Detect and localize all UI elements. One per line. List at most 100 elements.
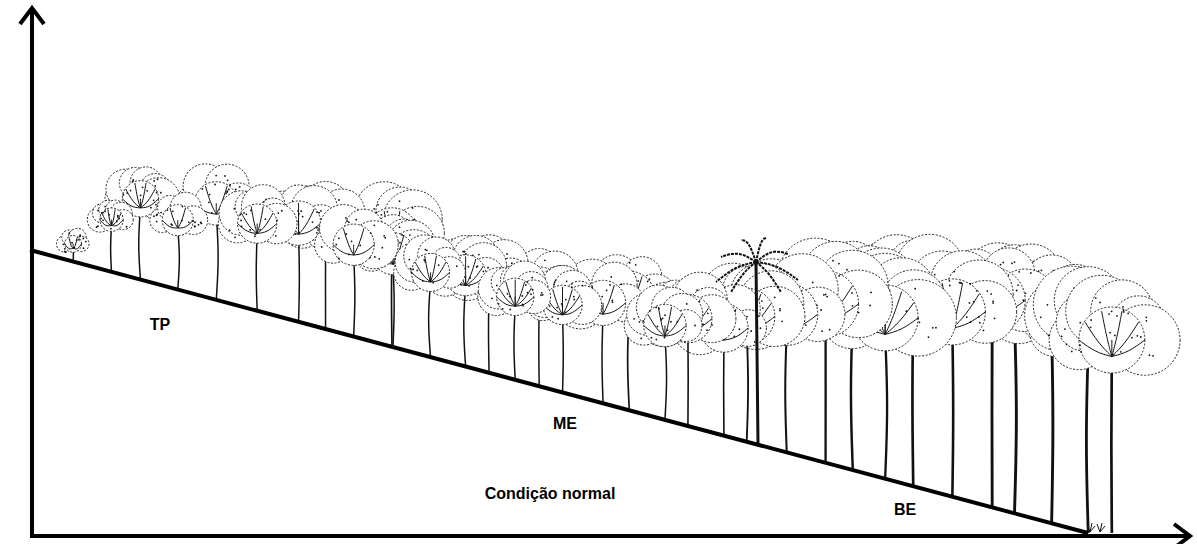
canopy-stipple <box>647 280 649 282</box>
canopy-stipple <box>1120 351 1122 353</box>
canopy-stipple <box>254 235 256 237</box>
canopy-stipple <box>670 321 672 323</box>
canopy-stipple <box>651 337 653 339</box>
tree-branch <box>298 203 299 234</box>
tree-branch <box>415 262 430 282</box>
canopy-stipple <box>544 259 546 261</box>
canopy-stipple <box>150 207 152 209</box>
canopy-stipple <box>1113 354 1115 356</box>
canopy-stipple <box>706 329 708 331</box>
canopy-stipple <box>245 213 247 215</box>
canopy-stipple <box>412 268 414 270</box>
canopy-stipple <box>733 335 735 337</box>
tree-branch <box>111 209 115 225</box>
tree <box>87 200 133 272</box>
zone-label: BE <box>894 500 916 519</box>
canopy-stipple <box>566 280 568 282</box>
tree-branch <box>515 280 516 306</box>
canopy-stipple <box>990 293 992 295</box>
canopy-stipple <box>153 200 155 202</box>
canopy-stipple <box>227 190 229 192</box>
canopy-stipple <box>378 258 380 260</box>
canopy-stipple <box>228 189 230 191</box>
canopy-stipple <box>660 319 662 321</box>
canopy-stipple <box>530 293 532 295</box>
canopy-stipple <box>561 303 563 305</box>
canopy-stipple <box>160 192 162 194</box>
tree <box>1049 275 1180 533</box>
tree-branch <box>257 224 258 234</box>
canopy-stipple <box>294 233 296 235</box>
canopy-stipple <box>83 247 85 249</box>
canopy-stipple <box>1122 306 1124 308</box>
canopy-stipple <box>424 249 426 251</box>
horizontal-axis <box>30 534 1188 538</box>
canopy-stipple <box>649 310 651 312</box>
tree-branch <box>665 326 686 337</box>
canopy-stipple <box>146 190 148 192</box>
canopy-stipple <box>399 242 401 244</box>
palm-trunk <box>756 262 758 445</box>
tree-branch <box>952 312 985 329</box>
tree-branch <box>430 272 431 282</box>
canopy-stipple <box>525 284 527 286</box>
canopy-stipple <box>142 186 144 188</box>
tree-canopy <box>162 205 193 236</box>
canopy-stipple <box>1079 344 1081 346</box>
tree-branch <box>102 213 111 225</box>
tree-canopy <box>238 204 277 243</box>
canopy-stipple <box>227 179 229 181</box>
canopy-stipple <box>281 210 283 212</box>
canopy-stipple <box>655 307 657 309</box>
canopy-stipple <box>477 265 479 267</box>
canopy-stipple <box>969 283 971 285</box>
canopy-stipple <box>194 226 196 228</box>
canopy-stipple <box>140 195 142 197</box>
canopy-stipple <box>211 212 213 214</box>
canopy-stipple <box>779 308 781 310</box>
canopy-stipple <box>1146 320 1148 322</box>
canopy-stipple <box>259 229 261 231</box>
canopy-stipple <box>992 302 994 304</box>
canopy-stipple <box>157 178 159 180</box>
tree-branch <box>1111 340 1112 357</box>
canopy-stipple <box>1018 271 1020 273</box>
tree-branch <box>111 220 123 226</box>
canopy-stipple <box>1140 336 1142 338</box>
canopy-stipple <box>73 247 75 249</box>
palm-frond <box>721 254 756 262</box>
tree-branch <box>665 314 682 336</box>
tree-canopy <box>65 235 82 252</box>
canopy-stipple <box>1111 310 1113 312</box>
tree-branch <box>216 203 217 214</box>
tree-branch <box>135 183 141 208</box>
canopy-stipple <box>250 209 252 211</box>
tree-branch <box>515 288 531 306</box>
tree <box>150 192 208 289</box>
canopy-stipple <box>71 242 73 244</box>
canopy-stipple <box>522 305 524 307</box>
canopy-stipple <box>832 260 834 262</box>
canopy-stipple <box>316 211 318 213</box>
canopy-stipple <box>573 299 575 301</box>
canopy-stipple <box>1002 262 1004 264</box>
canopy-stipple <box>373 208 375 210</box>
tree-trunk <box>298 234 300 322</box>
canopy-stipple <box>532 289 534 291</box>
canopy-stipple <box>226 191 228 193</box>
canopy-stipple <box>979 322 981 324</box>
canopy-stipple <box>100 218 102 220</box>
canopy-stipple <box>557 318 559 320</box>
canopy-stipple <box>381 214 383 216</box>
canopy-stipple <box>79 235 81 237</box>
canopy-stipple <box>377 204 379 206</box>
canopy-stipple <box>201 222 203 224</box>
canopy-stipple <box>1131 337 1133 339</box>
canopy-stipple <box>992 300 994 302</box>
canopy-stipple <box>170 223 172 225</box>
tree-branch <box>251 207 257 234</box>
tree-trunk <box>354 255 355 337</box>
canopy-stipple <box>297 221 299 223</box>
tree-branch <box>506 282 515 306</box>
tree-trunk <box>687 331 689 426</box>
